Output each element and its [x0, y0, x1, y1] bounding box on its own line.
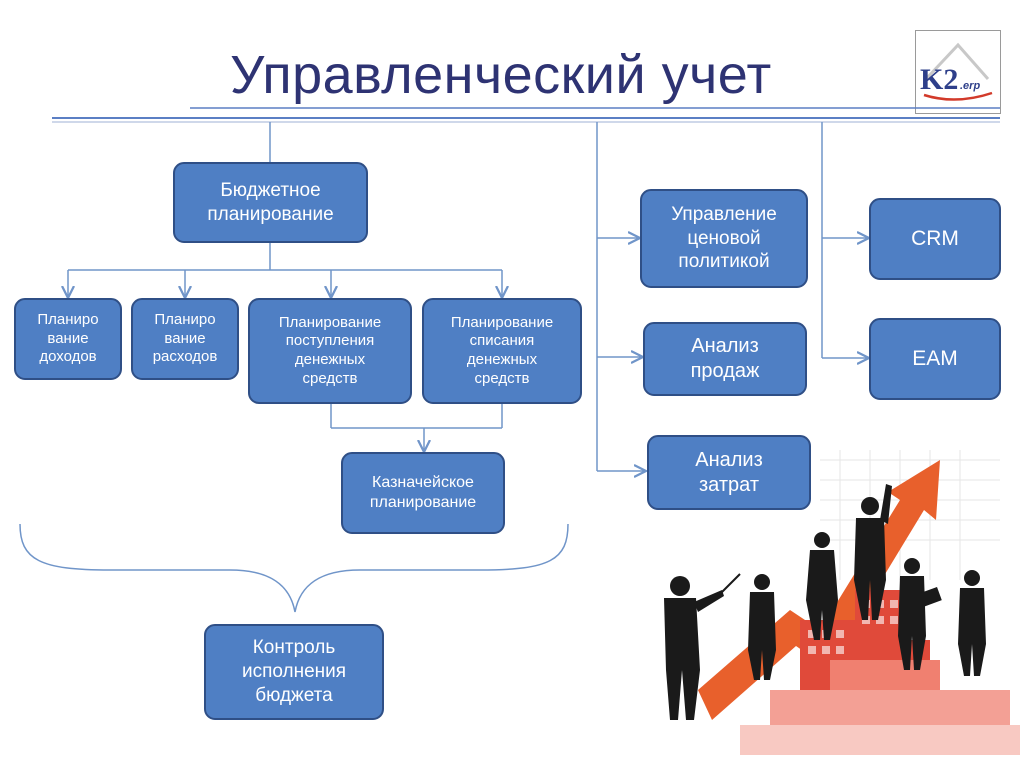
logo-sub-text: .erp — [960, 80, 980, 92]
business-growth-illustration — [664, 450, 1020, 755]
cash-inflow-planning-box: Планирование поступления денежных средст… — [248, 298, 412, 404]
slide-title: Управленческий учет — [230, 45, 772, 105]
expense-planning-box: Планиро вание расходов — [131, 298, 239, 380]
budget-control-box: Контроль исполнения бюджета — [204, 624, 384, 720]
crm-box: CRM — [869, 198, 1001, 280]
k2-erp-logo: K2 .erp — [915, 30, 1001, 114]
cash-outflow-planning-box: Планирование списания денежных средств — [422, 298, 582, 404]
income-planning-box: Планиро вание доходов — [14, 298, 122, 380]
pricing-policy-box: Управление ценовой политикой — [640, 189, 808, 288]
sales-analysis-box: Анализ продаж — [643, 322, 807, 396]
cost-analysis-box: Анализ затрат — [647, 435, 811, 510]
logo-main-text: K2 — [920, 63, 958, 96]
budget-planning-box: Бюджетное планирование — [173, 162, 368, 243]
eam-box: EAM — [869, 318, 1001, 400]
treasury-planning-box: Казначейское планирование — [341, 452, 505, 534]
business-people-silhouettes — [664, 484, 986, 720]
